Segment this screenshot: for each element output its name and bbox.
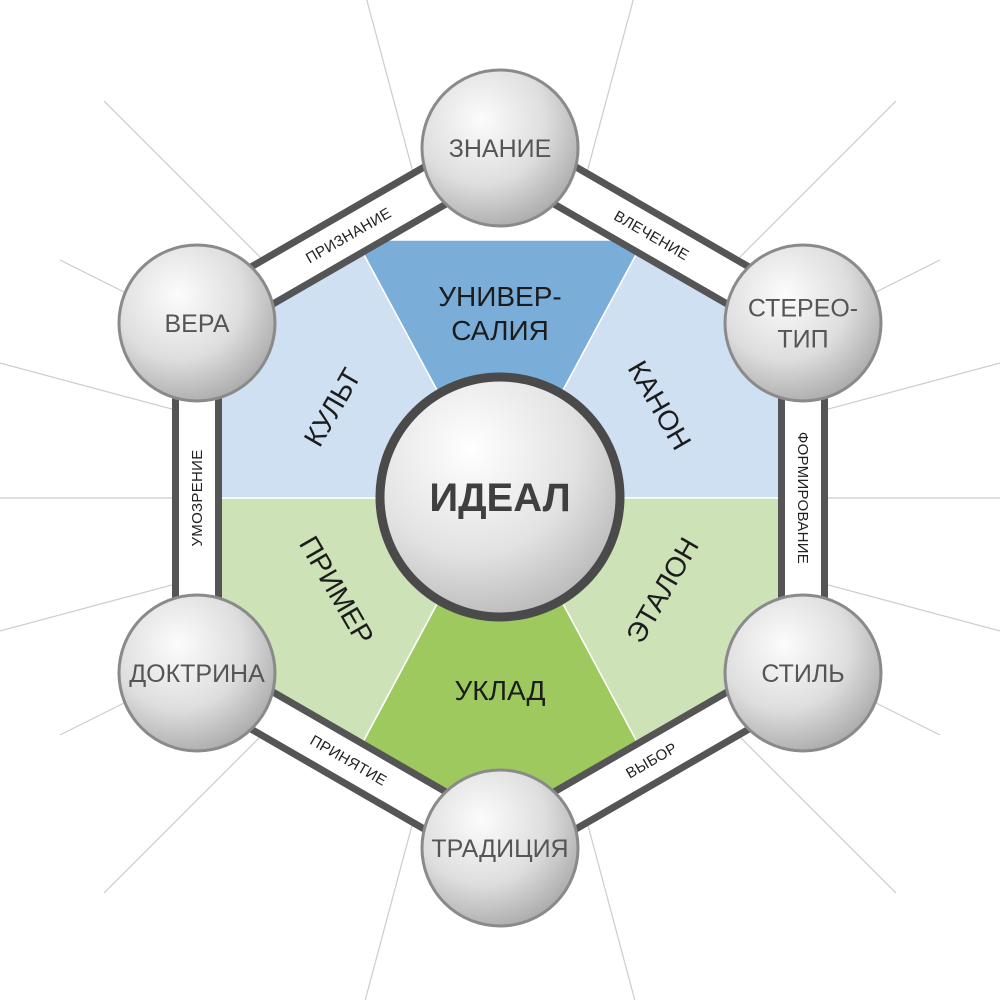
edge-label: ФОРМИРОВАНИЕ <box>794 432 811 564</box>
edge-label: УМОЗРЕНИЕ <box>189 449 206 546</box>
ray-line <box>103 708 289 894</box>
ray-line <box>366 0 423 208</box>
ray-line <box>0 362 211 420</box>
ray-line <box>711 708 897 894</box>
node-label: ТИП <box>777 326 828 354</box>
node-znanie: ЗНАНИЕ <box>420 68 580 228</box>
ray-line <box>789 574 1000 632</box>
node-sphere <box>117 593 277 753</box>
node-sphere <box>420 768 580 928</box>
ray-line <box>0 574 211 632</box>
node-vera: ВЕРА <box>117 243 277 403</box>
ray-line <box>577 786 636 1000</box>
node-label: ВЕРА <box>164 310 229 338</box>
ray-line <box>364 786 423 1000</box>
node-label: ЗНАНИЕ <box>449 135 552 163</box>
ray-line <box>577 0 634 208</box>
sector-label-line: УКЛАД <box>454 675 545 706</box>
node-doktrina: ДОКТРИНА <box>117 593 277 753</box>
ray-line <box>711 100 897 286</box>
node-stereotip: СТЕРЕО- ТИП <box>723 243 883 403</box>
node-traditsiya: ТРАДИЦИЯ <box>420 768 580 928</box>
node-sphere <box>420 68 580 228</box>
sector-label-line: УНИВЕР- <box>438 281 561 312</box>
node-label: ДОКТРИНА <box>129 660 265 688</box>
node-stil: СТИЛЬ <box>723 593 883 753</box>
node-sphere <box>723 593 883 753</box>
ray-line <box>789 362 1000 420</box>
ray-line <box>103 100 289 286</box>
center-sphere <box>375 372 625 622</box>
center-label: ИДЕАЛ <box>429 476 570 520</box>
node-sphere <box>723 243 883 403</box>
outer-nodes-layer: ЗНАНИЕ СТЕРЕО- ТИП СТИЛЬ ТРАДИЦИЯ ДОКТРИНА ВЕР… <box>117 68 883 928</box>
node-label: ТРАДИЦИЯ <box>431 835 568 863</box>
sector-label-uklad: УКЛАД <box>454 675 545 706</box>
center-node: ИДЕАЛ <box>375 372 625 622</box>
node-label: СТЕРЕО- <box>748 295 858 323</box>
node-sphere <box>117 243 277 403</box>
sector-label-universaliya: УНИВЕР-САЛИЯ <box>438 281 561 346</box>
sector-label-line: САЛИЯ <box>451 315 549 346</box>
node-label: СТИЛЬ <box>761 660 844 688</box>
